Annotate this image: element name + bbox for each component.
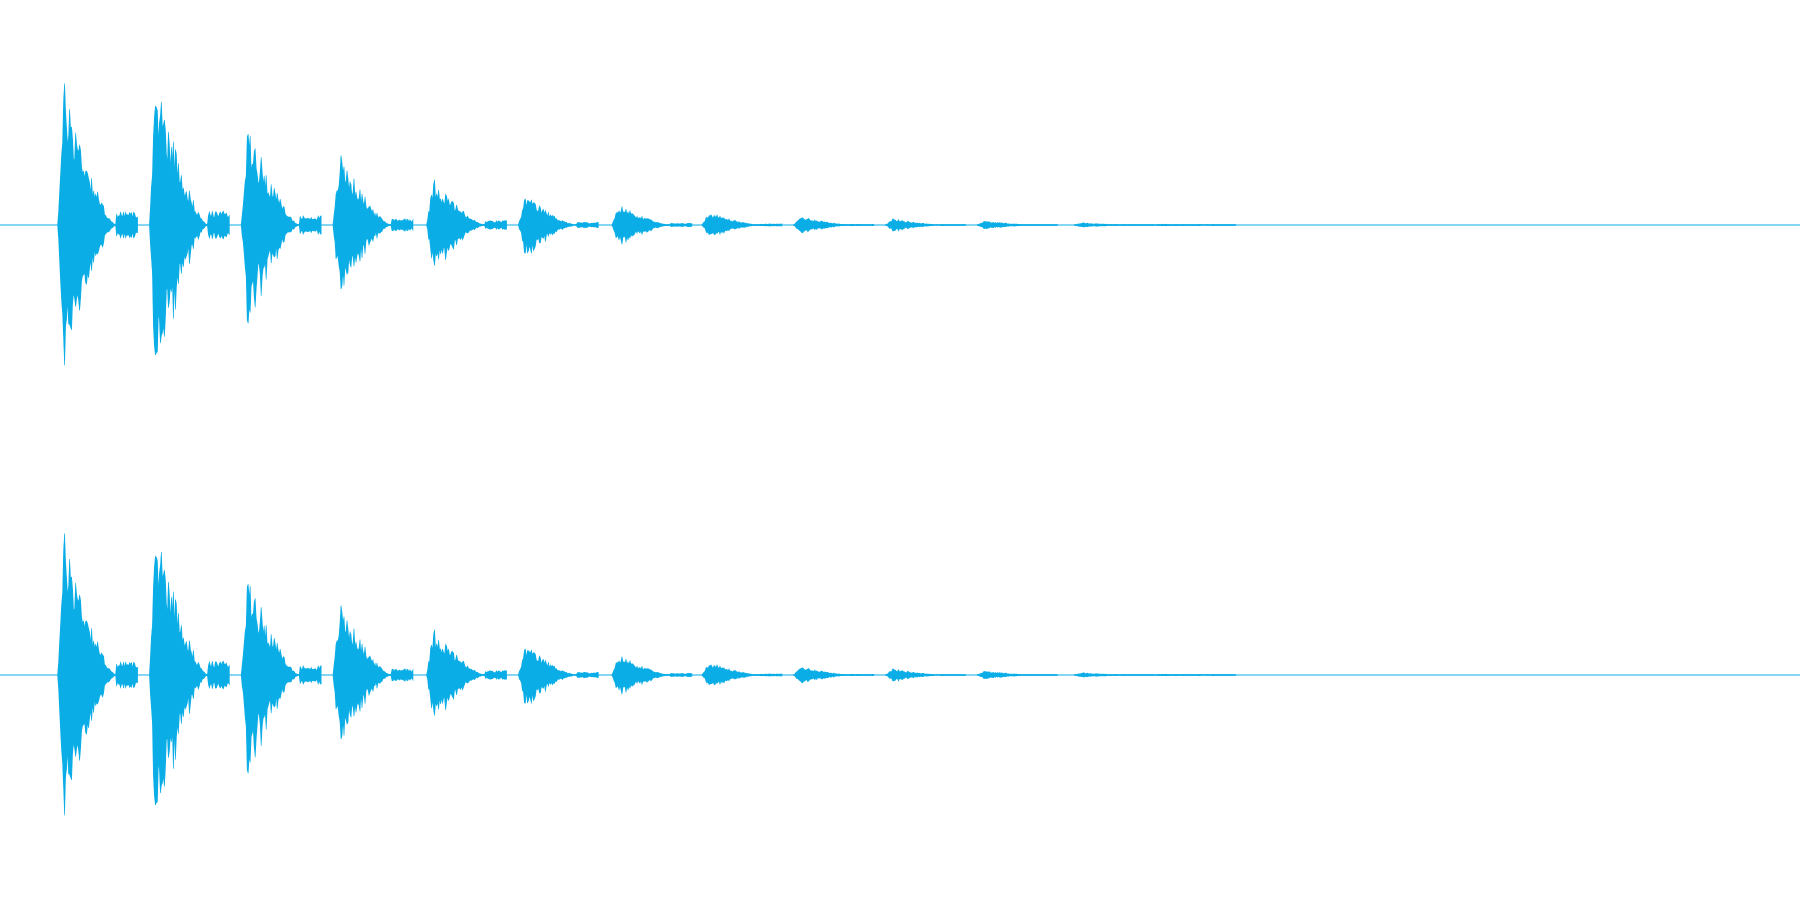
waveform-burst xyxy=(977,670,1058,680)
waveform-burst xyxy=(332,155,414,290)
waveform-burst xyxy=(57,83,138,366)
waveform-burst xyxy=(701,214,783,236)
waveform-burst xyxy=(332,605,414,740)
waveform-burst xyxy=(149,101,230,356)
waveform-burst xyxy=(793,217,875,234)
waveform-burst xyxy=(149,551,230,806)
waveform-burst xyxy=(1155,223,1236,227)
channel-2 xyxy=(0,533,1800,816)
waveform-burst xyxy=(240,584,322,774)
waveform-burst xyxy=(611,656,693,695)
waveform-burst xyxy=(240,134,322,324)
waveform-burst xyxy=(1074,672,1155,678)
waveform-burst xyxy=(426,629,507,716)
channel-1 xyxy=(0,83,1800,366)
waveform-burst xyxy=(57,533,138,816)
waveform-burst xyxy=(518,648,599,704)
waveform-burst xyxy=(611,206,693,245)
waveform-burst xyxy=(1074,222,1155,228)
waveform-burst xyxy=(701,664,783,686)
waveform-burst xyxy=(885,218,966,232)
waveform-burst xyxy=(977,220,1058,230)
waveform-burst xyxy=(426,179,507,266)
waveform-burst xyxy=(793,667,875,684)
waveform-burst xyxy=(1155,673,1236,677)
waveform-burst xyxy=(518,198,599,254)
waveform-burst xyxy=(885,668,966,682)
